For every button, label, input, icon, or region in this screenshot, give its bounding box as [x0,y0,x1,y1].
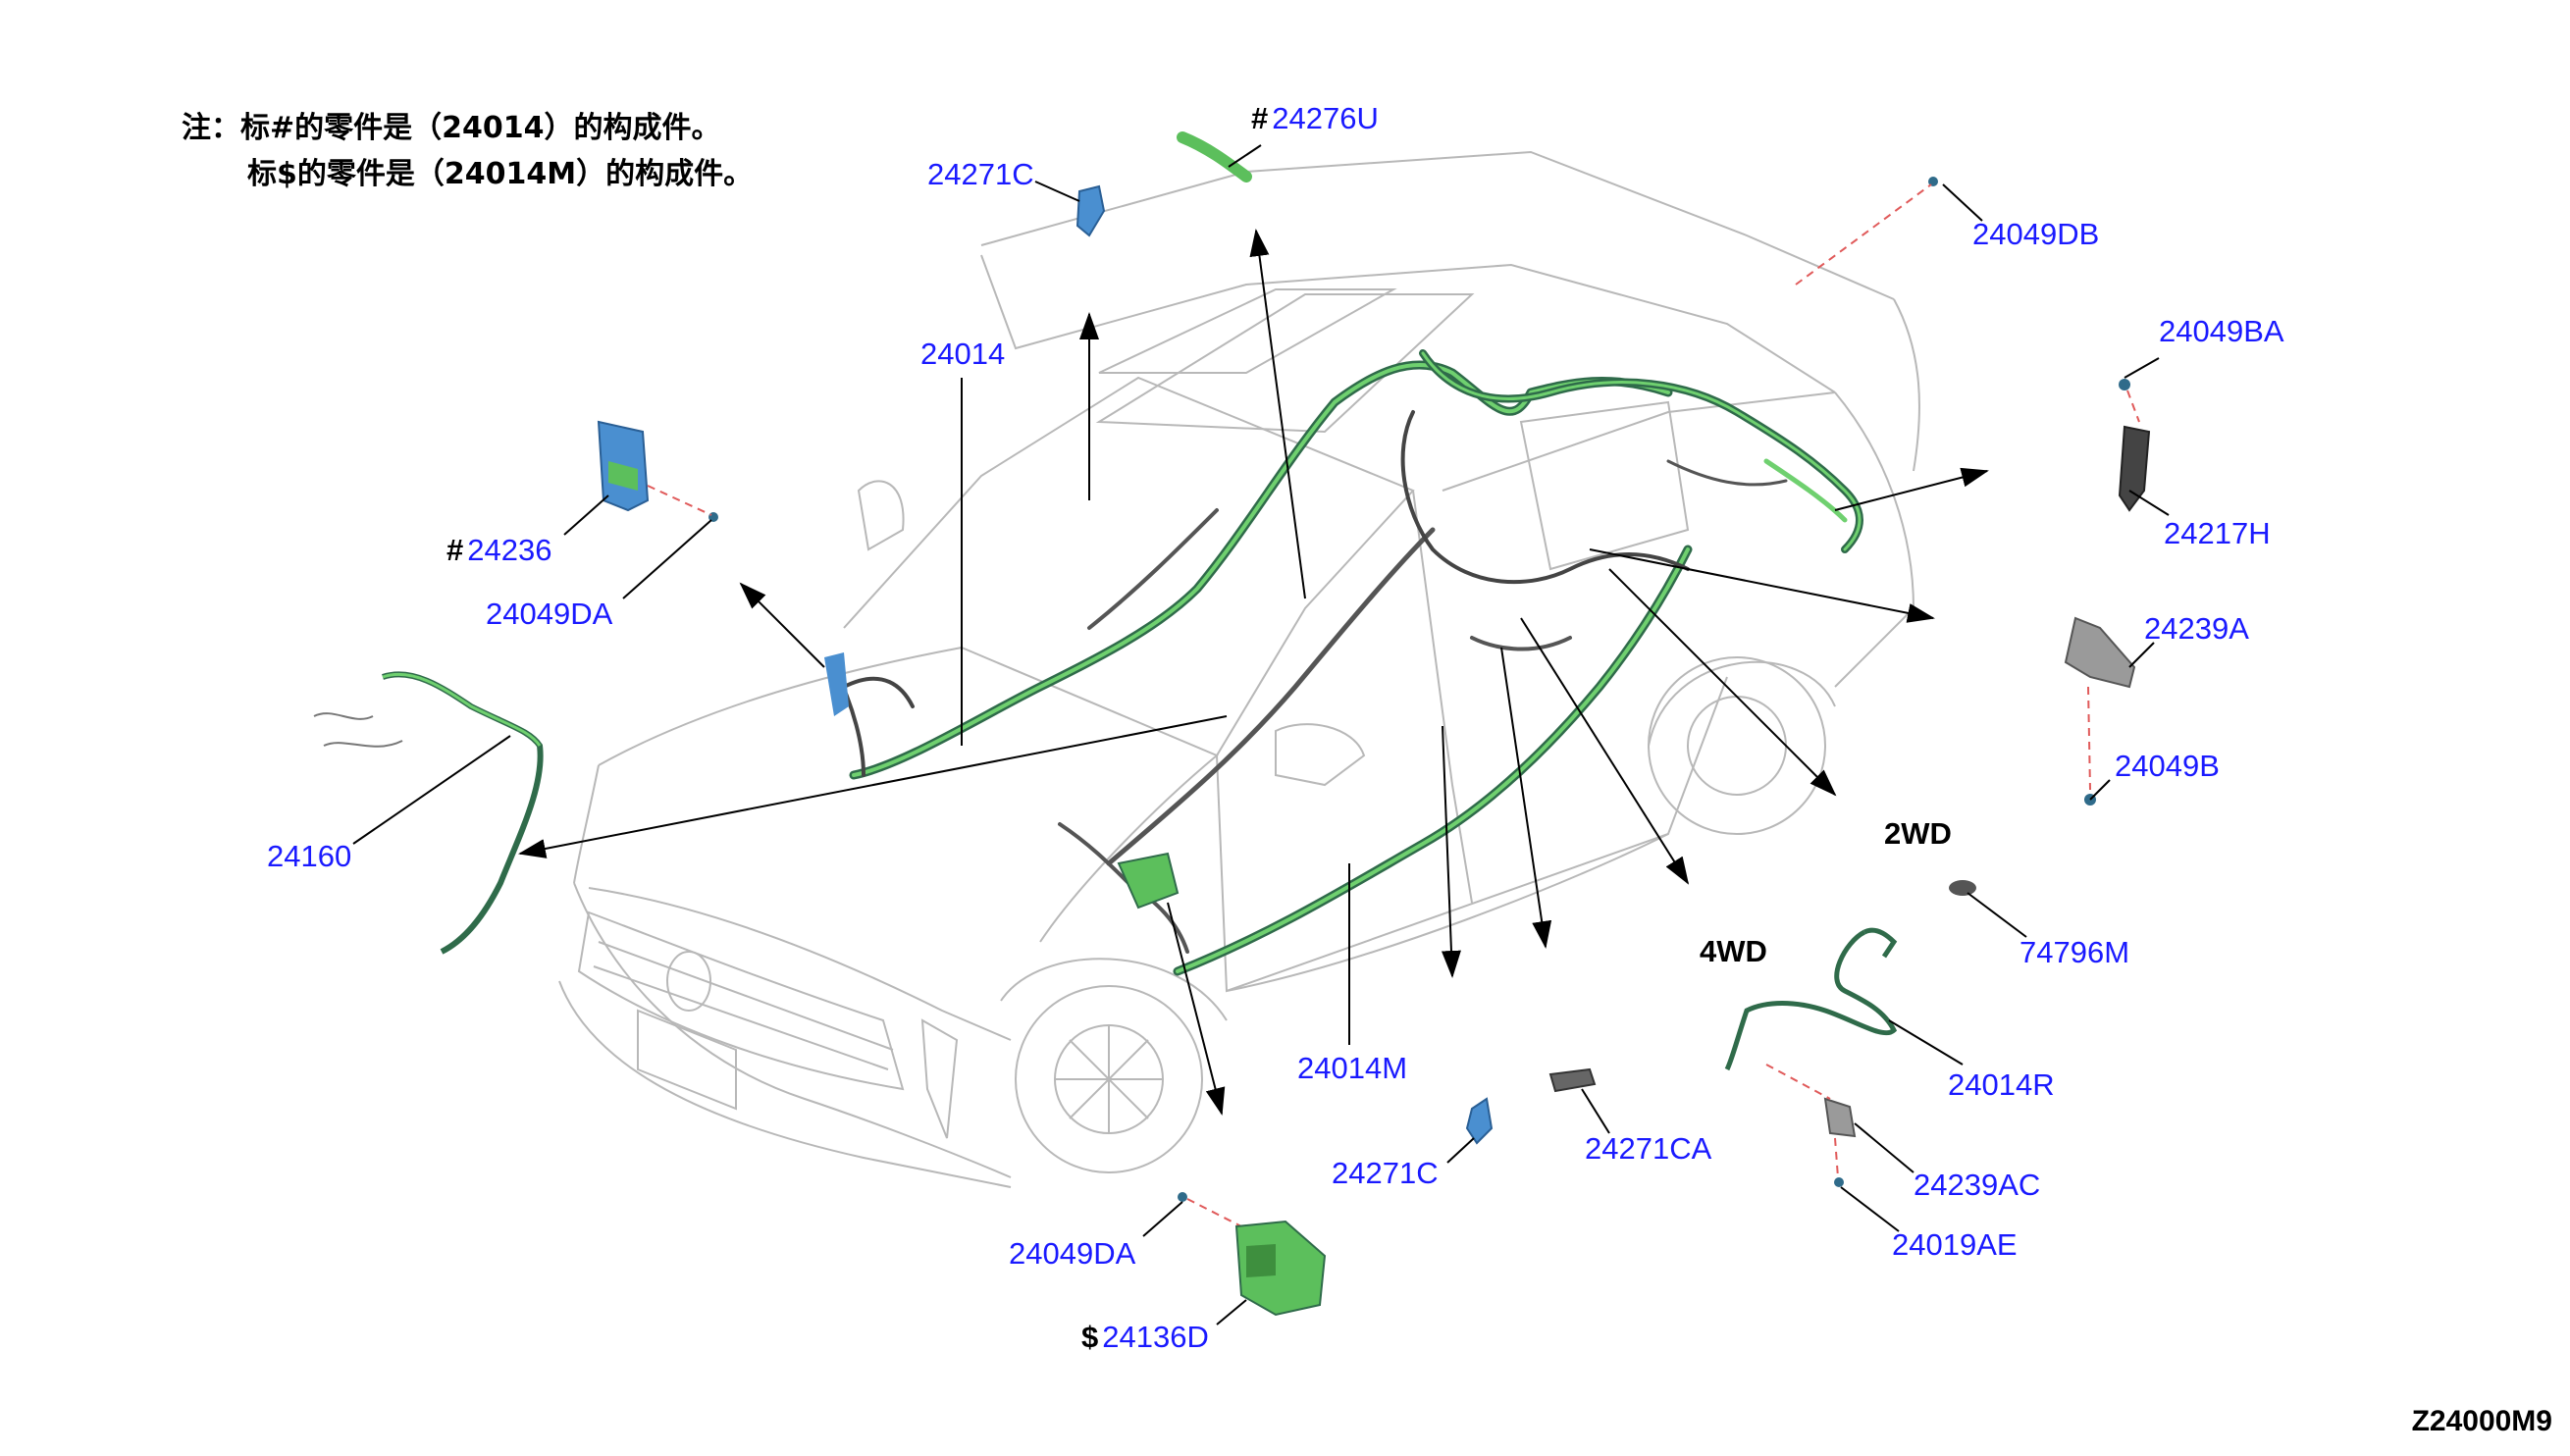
part-label-24049DA-left[interactable]: 24049DA [486,597,613,631]
part-24271C-top-shape [1075,184,1106,237]
part-label-74796M[interactable]: 74796M [2019,935,2130,969]
component-mark: # [1251,101,1269,135]
part-label-24236[interactable]: #24236 [446,535,551,565]
part-label-24014R[interactable]: 24014R [1948,1067,2055,1102]
part-label-24271CA[interactable]: 24271CA [1585,1131,1712,1166]
part-label-24049DA-bottom[interactable]: 24049DA [1009,1236,1136,1271]
part-label-24049DB[interactable]: 24049DB [1972,217,2100,251]
part-label-24239A[interactable]: 24239A [2144,611,2249,646]
part-24136D-shape [1234,1220,1327,1317]
part-label-24271C-bottom[interactable]: 24271C [1332,1156,1439,1190]
note-line-2: 标$的零件是（24014M）的构成件。 [247,157,754,191]
part-label-24239AC[interactable]: 24239AC [1914,1168,2041,1202]
part-label-24014M[interactable]: 24014M [1297,1051,1408,1085]
note-line-1: 注：标#的零件是（24014）的构成件。 [182,111,721,145]
part-label-24019AE[interactable]: 24019AE [1892,1227,2018,1262]
bolt-24049BA-shape [2119,379,2130,390]
part-24271C-bottom-shape [1465,1097,1494,1145]
part-number: 24276U [1272,101,1379,135]
component-mark: $ [1081,1320,1099,1354]
part-label-24049BA[interactable]: 24049BA [2159,314,2284,348]
part-label-24014[interactable]: 24014 [920,337,1006,371]
part-24014R-shape [1724,929,1898,1071]
part-number: 24136D [1102,1320,1209,1354]
component-mark: # [446,533,464,567]
variant-2wd-label: 2WD [1884,816,1952,851]
part-label-24049B[interactable]: 24049B [2115,749,2220,783]
bolt-24019AE-shape [1834,1177,1844,1187]
leader-lines [352,144,2170,1326]
part-label-24271C-top[interactable]: 24271C [927,157,1034,191]
part-24217H-shape [2118,425,2151,512]
part-label-24276U[interactable]: #24276U [1251,103,1379,133]
vehicle-body-outline [558,150,1920,1188]
harness-routes [832,131,1863,976]
part-label-24136D[interactable]: $24136D [1081,1322,1209,1352]
part-label-24217H[interactable]: 24217H [2164,516,2271,550]
variant-4wd-label: 4WD [1700,934,1767,968]
part-24239AC-shape [1823,1097,1857,1138]
part-74796M-shape [1949,880,1976,896]
part-24271CA-shape [1548,1067,1597,1093]
part-24160-shape [382,671,544,955]
part-label-24160[interactable]: 24160 [267,839,352,873]
bolt-24049DA-bottom-shape [1178,1192,1187,1202]
part-24239A-shape [2064,616,2136,689]
diagram-code: Z24000M9 [2411,1405,2552,1437]
part-number: 24236 [467,533,552,567]
part-shapes [313,177,2151,1317]
